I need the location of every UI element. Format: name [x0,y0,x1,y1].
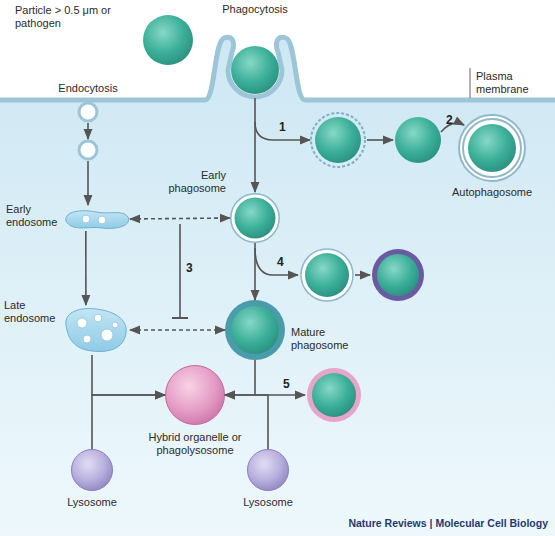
connector [254,243,256,300]
endocytic-vesicle [79,141,97,159]
endosome-shape: Late endosome [60,305,130,355]
flow-arrow [87,161,89,205]
intraluminal-vesicle [83,335,91,343]
connector [85,231,87,305]
intraluminal-vesicle [82,215,90,223]
connector [225,360,255,395]
particle-sphere [312,373,356,417]
process-label: Endocytosis [53,82,123,95]
autophagosome-circle-outline [458,114,526,182]
dashed-membrane [311,113,365,167]
flow-arrow [355,274,370,276]
particle-sphere [468,124,516,172]
particle-circle: Particle > 0.5 μm or pathogen [143,15,193,65]
inhibition-bar [172,317,188,319]
phagosome-membrane [225,300,285,360]
phagosome-circle: Early phagosome [230,193,280,243]
callout-number: 3 [186,262,200,275]
particle-sphere [231,306,279,354]
callout-number: 4 [277,256,291,269]
endosome-body [66,309,126,352]
connector [92,355,165,395]
lysosome-circle-outline [247,449,289,491]
node-label: Mature phagosome [291,326,363,352]
dashed-connector [130,329,225,331]
particle-sphere [143,15,193,65]
flow-arrow [255,122,310,140]
particle-sphere [315,117,361,163]
engulfed-particle [231,46,279,94]
organelle-body [72,450,113,491]
leader-line [470,68,471,98]
lysosome-circle: Lysosome [247,449,289,491]
lysosome-circle-outline [71,449,113,491]
phagosome-circle: Mature phagosome [225,300,285,360]
flow-arrow [255,394,305,396]
particle-sphere [395,117,441,163]
node-label: Lysosome [228,496,308,509]
dashed-connector [130,218,230,219]
phagosome-circle-outline [225,300,285,360]
particle-sphere [377,254,419,296]
endosome-body [66,211,129,229]
intraluminal-vesicle [112,322,118,328]
pink-membrane [307,368,361,422]
endocytic-pit [79,103,97,121]
phagosome-membrane [231,194,279,242]
node-label: Hybrid organelle or phagolysosome [145,431,245,457]
cytoplasm [0,37,555,536]
plasma-membrane [0,37,555,100]
node-label: Autophagosome [450,186,534,199]
inner-membrane [463,119,521,177]
part-label: Plasma membrane [476,70,546,96]
phagolysosome-circle-outline [165,365,225,425]
node-label: Lysosome [52,496,132,509]
callout-number: 2 [446,114,460,127]
node-label: Early phagosome [156,169,226,195]
intraluminal-vesicle [101,329,113,341]
intraluminal-vesicle [98,216,106,224]
phagosome-circle-outline [230,193,280,243]
endosome-shape-outline [62,207,130,231]
credit-line: Nature Reviews | Molecular Cell Biology [290,517,548,530]
flow-arrow [367,139,393,141]
inhibition-line [179,224,181,318]
flow-arrow [87,123,89,139]
particle-sphere [235,198,276,239]
phagolysosome-circle: Hybrid organelle or phagolysosome [165,365,225,425]
autophagosome-circle: Autophagosome [458,114,526,182]
organelle-body [166,366,225,425]
flow-arrow [254,98,256,192]
particle-circle-outline [143,15,193,65]
organelle-body [248,450,289,491]
node-label: Early endosome [6,203,58,229]
outer-membrane [459,115,525,181]
endosome-shape-outline [60,305,130,355]
lysosome-circle: Lysosome [71,449,113,491]
endosome-shape: Early endosome [62,207,130,231]
callout-number: 5 [283,378,297,391]
flow-arrow [255,248,298,275]
intraluminal-vesicle [77,318,87,328]
particle-sphere [305,253,349,297]
callout-number: 1 [279,121,293,134]
purple-membrane [372,249,424,301]
node-label: Particle > 0.5 μm or pathogen [15,4,127,30]
node-label: Late endosome [4,299,56,325]
process-label: Phagocytosis [215,3,295,16]
intraluminal-vesicle [94,314,102,322]
phagosome-membrane [301,249,353,301]
